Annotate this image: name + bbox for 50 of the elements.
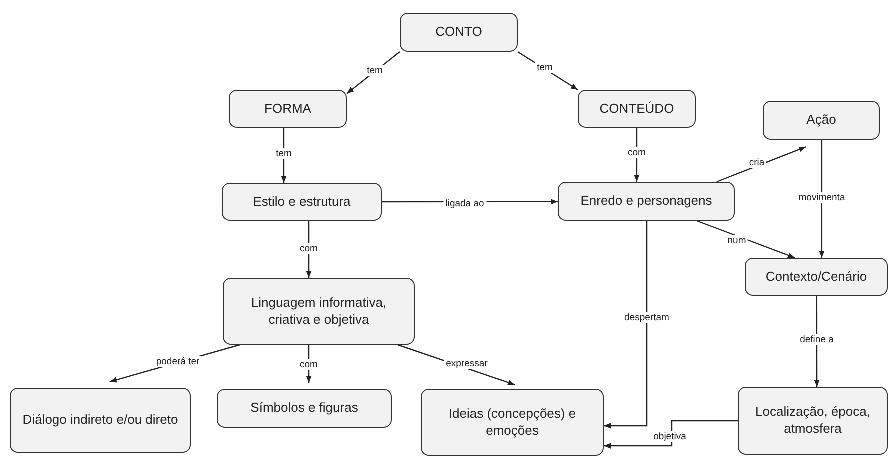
- edge-label: num: [726, 235, 748, 247]
- arrow: [696, 220, 796, 259]
- edge-label: tem: [365, 65, 385, 77]
- concept-box: [421, 389, 604, 456]
- edge-label: cria: [747, 157, 767, 169]
- arrow: [716, 146, 806, 183]
- concept-text: Localização, época, atmosfera: [754, 404, 872, 438]
- concept-text: Linguagem informativa, criativa e objetiva: [250, 294, 388, 328]
- concept-text: Diálogo indireto e/ou direto: [22, 412, 178, 429]
- edge-label: tem: [274, 148, 294, 160]
- concept-text: Ação: [806, 112, 836, 129]
- edge-label: expressar: [444, 358, 490, 370]
- concept-text: CONTEÚDO: [600, 100, 674, 118]
- arrow: [604, 221, 648, 429]
- concept-box: [223, 278, 415, 345]
- concept-text: Enredo e personagens: [580, 193, 712, 210]
- concept-box: [745, 258, 888, 296]
- edge-label: despertam: [622, 312, 672, 324]
- edge-label: poderá ter: [154, 356, 202, 368]
- edge-label: tem: [535, 62, 555, 74]
- edge-label: ligada ao: [444, 198, 486, 210]
- edge-label: com: [626, 147, 648, 159]
- edge-label: com: [298, 243, 320, 255]
- edge-label: com: [298, 359, 320, 371]
- concept-text: CONTO: [436, 24, 482, 41]
- arrow: [819, 140, 825, 258]
- arrow: [346, 52, 400, 94]
- concept-box: [217, 389, 392, 428]
- concept-box: [10, 388, 191, 453]
- concept-text: Estilo e estrutura: [253, 194, 351, 210]
- edge-label: define a: [798, 334, 836, 346]
- concept-box: [578, 90, 696, 128]
- edge-label: movimenta: [796, 192, 848, 204]
- concept-text: Símbolos e figuras: [250, 400, 358, 417]
- concept-box: [763, 101, 880, 140]
- concept-text: Ideias (concepções) e emoções: [448, 406, 578, 440]
- concept-box: [738, 387, 888, 455]
- concept-text: Contexto/Cenário: [766, 268, 868, 286]
- edge-label: objetiva: [652, 431, 688, 443]
- concept-box: [229, 90, 347, 128]
- arrow: [281, 128, 287, 183]
- arrow: [306, 221, 312, 278]
- concept-box: [558, 182, 735, 221]
- concept-box: [400, 13, 518, 52]
- concept-text: FORMA: [264, 100, 312, 118]
- concept-box: [222, 183, 382, 221]
- arrow: [814, 296, 820, 387]
- arrow: [518, 52, 578, 90]
- arrow: [604, 420, 738, 449]
- arrow: [634, 128, 640, 182]
